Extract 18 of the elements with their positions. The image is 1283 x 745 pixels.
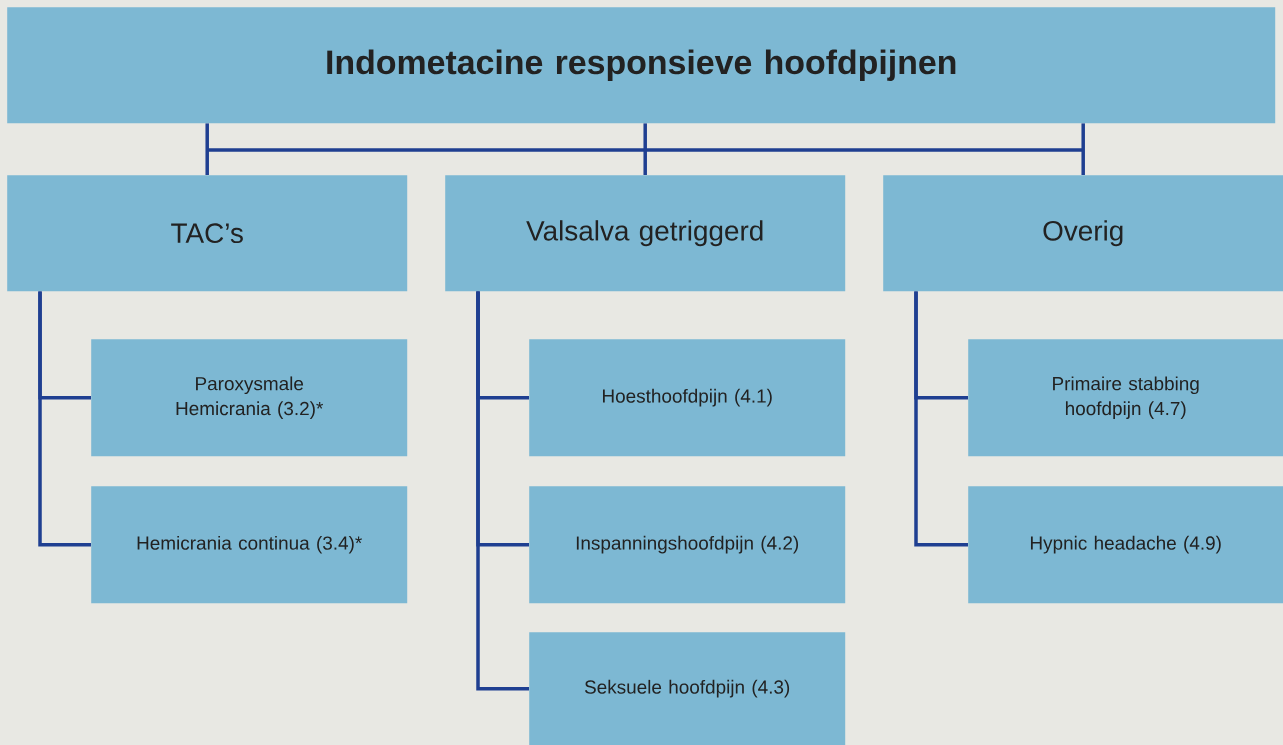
- category-box: Valsalva getriggerd: [445, 175, 846, 292]
- category-box: TAC’s: [7, 175, 408, 292]
- connector-line: [914, 291, 968, 547]
- connector-line: [207, 148, 1084, 152]
- connector-line: [205, 123, 209, 175]
- item-box: Hemicrania continua (3.4)*: [91, 486, 408, 604]
- item-box: Primaire stabbing hoofdpijn (4.7): [968, 339, 1283, 457]
- category-box: Overig: [883, 175, 1283, 292]
- item-box: Hoesthoofdpijn (4.1): [529, 339, 846, 457]
- item-box: Paroxysmale Hemicrania (3.2)*: [91, 339, 408, 457]
- item-box: Seksuele hoofdpijn (4.3): [529, 632, 846, 745]
- title-box: Indometacine responsieve hoofdpijnen: [7, 7, 1276, 124]
- connector-line: [1081, 123, 1085, 175]
- item-box: Hypnic headache (4.9): [968, 486, 1283, 604]
- connector-line: [38, 291, 91, 547]
- item-box: Inspanningshoofdpijn (4.2): [529, 486, 846, 604]
- connector-line: [643, 123, 647, 175]
- connector-line: [476, 291, 529, 691]
